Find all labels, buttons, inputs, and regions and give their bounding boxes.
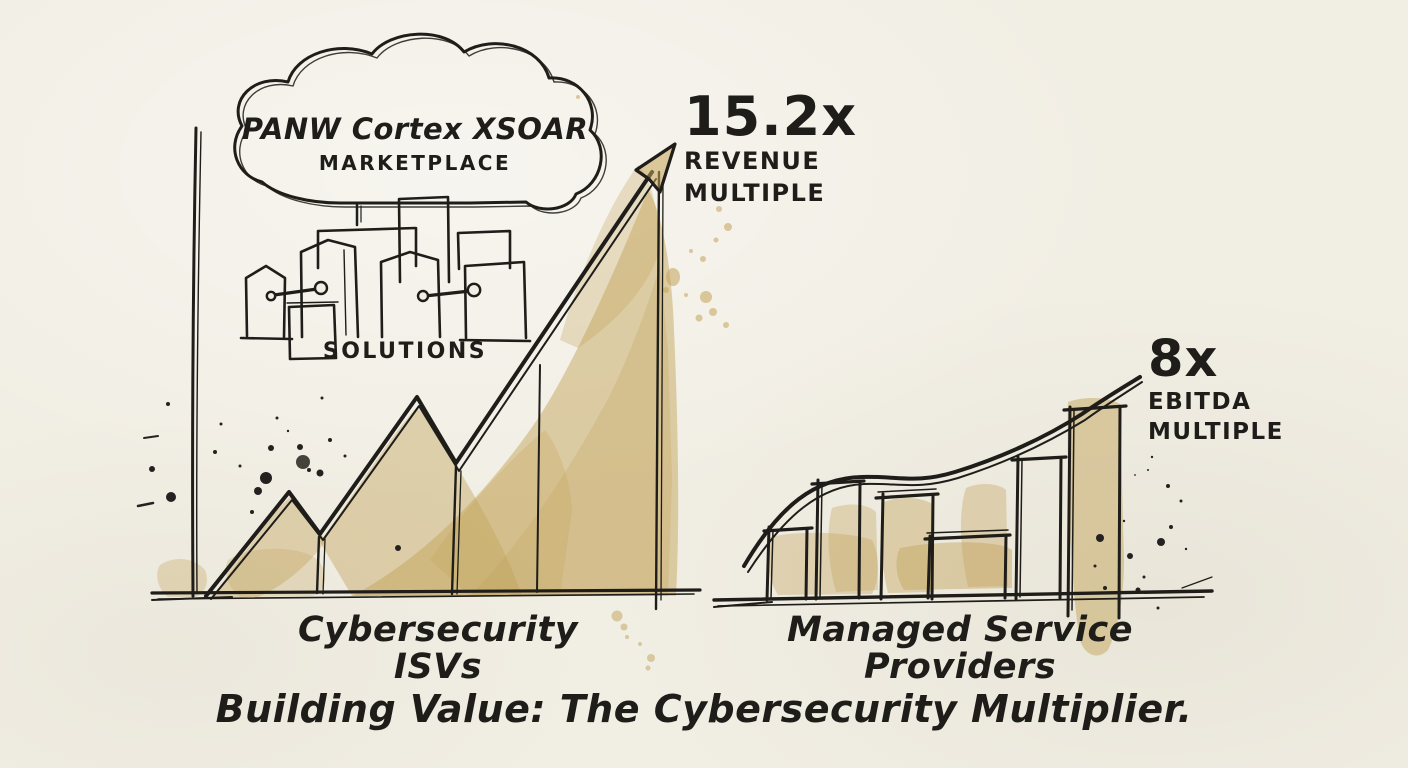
right-metric: 8x EBITDA MULTIPLE [1148, 334, 1284, 446]
cloud-subtitle: MARKETPLACE [318, 151, 512, 175]
left-metric-value: 15.2x [684, 85, 858, 148]
right-metric-value: 8x [1148, 330, 1219, 389]
left-chart-axes [150, 126, 702, 601]
bar-chart-bars [762, 404, 1128, 620]
cloud-icon [233, 32, 607, 227]
cloud-title: PANW Cortex XSOAR [241, 112, 589, 146]
right-metric-line1: EBITDA [1148, 389, 1252, 415]
trend-curve [742, 375, 1143, 573]
growth-arrow-head-icon [634, 142, 677, 194]
left-metric-line2: MULTIPLE [684, 178, 826, 207]
left-metric-line1: REVENUE [684, 147, 821, 175]
solutions-caption: SOLUTIONS [322, 339, 488, 364]
watercolor-wash-left-chart [157, 165, 679, 597]
left-metric: 15.2x REVENUE MULTIPLE [684, 90, 857, 207]
bar-2 [810, 478, 866, 601]
bar-3 [874, 488, 940, 601]
growth-line [204, 170, 664, 611]
bar-4 [923, 529, 1012, 600]
watercolor-splatter-arrow [576, 95, 732, 328]
right-chart-axis [712, 576, 1214, 608]
watercolor-drips-left [611, 610, 655, 671]
bar-5 [1010, 455, 1068, 601]
left-chart-label: Cybersecurity ISVs [297, 610, 579, 687]
page-title: Building Value: The Cybersecurity Multip… [215, 687, 1193, 731]
ink-splatter-left [136, 396, 401, 551]
solutions-buildings-icon [239, 195, 532, 361]
bar-6 [1062, 404, 1128, 620]
bar-1 [762, 525, 814, 602]
right-chart-label: Managed Service Providers [786, 610, 1133, 687]
right-metric-line2: MULTIPLE [1148, 419, 1284, 446]
